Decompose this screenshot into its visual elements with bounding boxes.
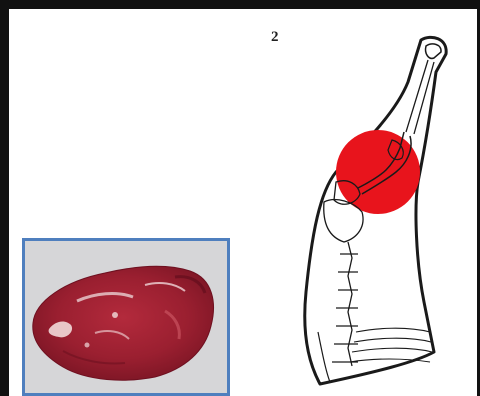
raw-beef-cut-icon bbox=[25, 241, 227, 393]
meat-cut-photo bbox=[22, 238, 230, 396]
figure-marker: 2 bbox=[271, 30, 279, 45]
carcass-skeleton-icon bbox=[296, 32, 466, 392]
carcass-diagram bbox=[296, 32, 466, 392]
